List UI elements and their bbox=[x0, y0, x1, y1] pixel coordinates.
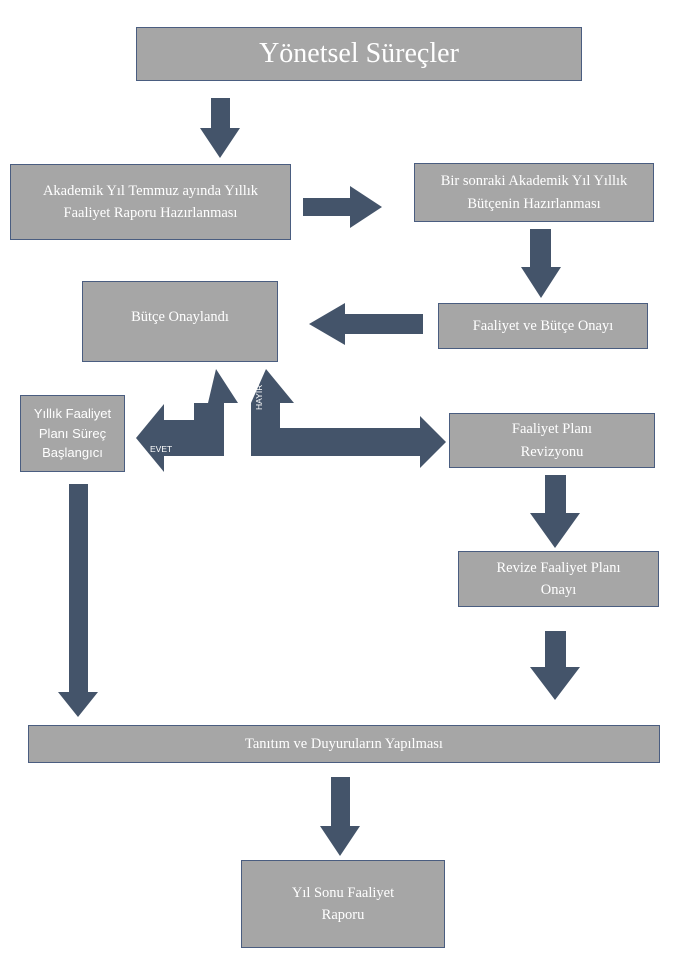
node-announcements: Tanıtım ve Duyuruların Yapılması bbox=[28, 725, 660, 763]
node-next-budget: Bir sonraki Akademik Yıl Yıllık Bütçenin… bbox=[414, 163, 654, 222]
edge-label-yes: EVET bbox=[150, 444, 173, 454]
node-revised-plan-approval: Revize Faaliyet Planı Onayı bbox=[458, 551, 659, 607]
title-box: Yönetsel Süreçler bbox=[136, 27, 582, 81]
node-year-end-report: Yıl Sonu Faaliyet Raporu bbox=[241, 860, 445, 948]
arrow-title-to-report bbox=[200, 98, 240, 158]
arrow-start-to-announcements bbox=[58, 484, 98, 717]
arrow-report-to-budget bbox=[303, 186, 382, 228]
arrow-evet-path bbox=[136, 369, 238, 472]
node-annual-plan-start: Yıllık Faaliyet Planı Süreç Başlangıcı bbox=[20, 395, 125, 472]
arrow-revised-to-announcements bbox=[530, 631, 580, 700]
node-budget-approved: Bütçe Onaylandı bbox=[82, 281, 278, 362]
arrow-revision-to-revised bbox=[530, 475, 580, 548]
node-annual-report: Akademik Yıl Temmuz ayında Yıllık Faaliy… bbox=[10, 164, 291, 240]
edge-label-no: HAYIR bbox=[254, 384, 264, 410]
node-activity-budget-approval: Faaliyet ve Bütçe Onayı bbox=[438, 303, 648, 349]
arrow-announcements-to-report bbox=[320, 777, 360, 856]
arrow-budget-to-approval bbox=[521, 229, 561, 298]
arrow-hayir-path bbox=[251, 369, 446, 468]
node-plan-revision: Faaliyet Planı Revizyonu bbox=[449, 413, 655, 468]
arrow-approval-to-budget-approved bbox=[309, 303, 423, 345]
